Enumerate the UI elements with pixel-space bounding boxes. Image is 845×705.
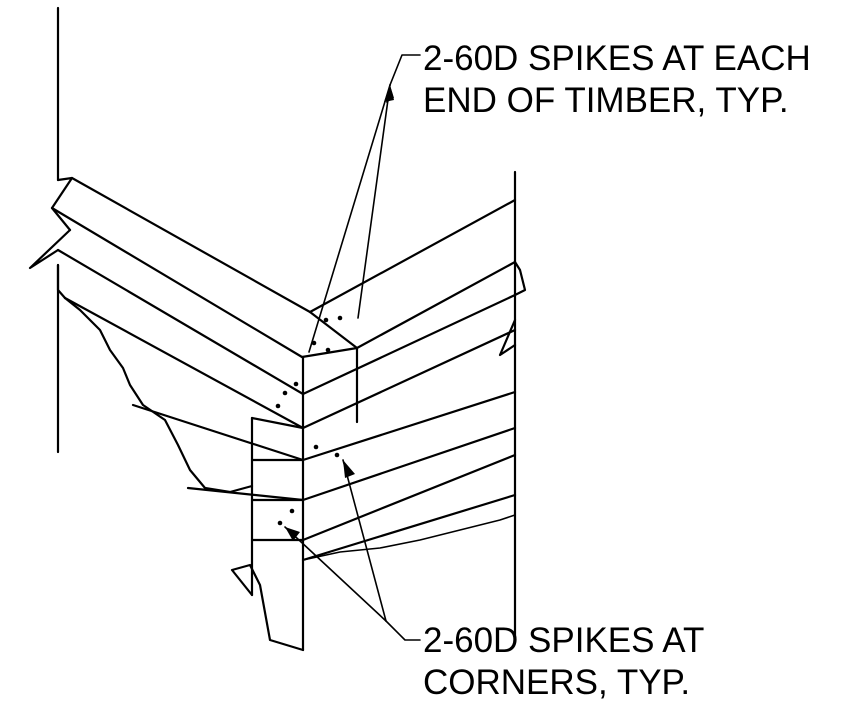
end-spikes-leader [308, 54, 421, 353]
corner-spikes-note-line1: 2-60D SPIKES AT [423, 621, 705, 660]
corner-post [230, 310, 359, 652]
corner-spikes-note: 2-60D SPIKES AT CORNERS, TYP. [423, 620, 704, 704]
corner-spikes-leader [284, 459, 421, 641]
left-timber-lower [63, 296, 305, 502]
end-spikes-note-line2: END OF TIMBER, TYP. [423, 81, 789, 120]
left-timber-top [28, 176, 312, 430]
right-timber-courses [250, 198, 527, 562]
corner-spikes-note-line2: CORNERS, TYP. [423, 663, 691, 702]
end-spikes-note: 2-60D SPIKES AT EACH END OF TIMBER, TYP. [423, 38, 811, 122]
end-spikes-note-line1: 2-60D SPIKES AT EACH [423, 39, 811, 78]
spike-dots [275, 315, 343, 526]
